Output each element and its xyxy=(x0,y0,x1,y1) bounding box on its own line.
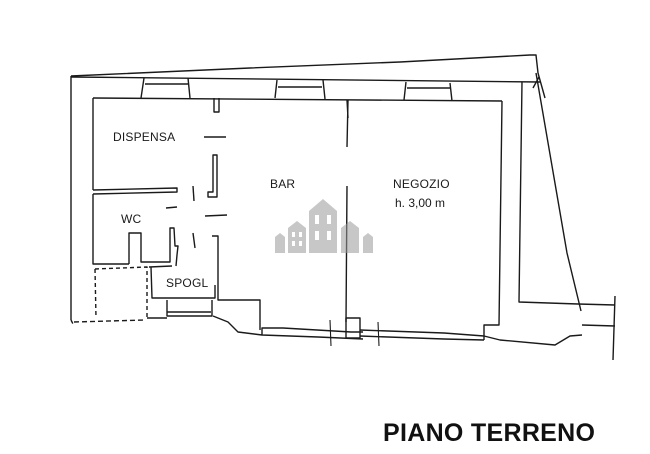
window-3 xyxy=(403,81,453,102)
bar-negozio-divider xyxy=(345,99,349,323)
room-label-wc: WC xyxy=(121,212,142,226)
bottom-wall-right xyxy=(359,329,583,346)
outer-bottom-dashed xyxy=(73,319,146,323)
right-inner-wall xyxy=(518,81,616,306)
spogl-left-wall xyxy=(148,265,173,268)
window-2 xyxy=(274,79,326,100)
spogl-walls xyxy=(150,266,216,299)
spogl-right xyxy=(212,235,261,330)
slanted-wall xyxy=(535,72,582,312)
room-label-spogl: SPOGL xyxy=(166,276,209,290)
room-top-wall xyxy=(92,97,503,102)
storage-box xyxy=(94,266,148,319)
threshold xyxy=(345,317,361,339)
bar-right-nub xyxy=(346,99,349,119)
window-1 xyxy=(140,77,191,99)
room-label-negozio: NEGOZIO xyxy=(393,177,450,191)
negozio-right-wall xyxy=(483,100,503,340)
wc-niche xyxy=(128,227,179,267)
right-strip xyxy=(581,295,616,361)
buildings-icon xyxy=(275,199,373,253)
bottom-wall xyxy=(212,315,364,340)
bottom-openings xyxy=(147,300,213,319)
floor-title: PIANO TERRENO xyxy=(383,419,596,447)
wc-left-wall xyxy=(92,194,129,265)
dispensa-bottom-wall xyxy=(92,187,178,195)
room-label-bar: BAR xyxy=(270,177,296,191)
room-label-dispensa: DISPENSA xyxy=(113,130,176,144)
outer-wall-left-dashed xyxy=(70,319,74,325)
bar-partition xyxy=(207,154,218,198)
outer-wall xyxy=(70,54,546,99)
room-height-negozio: h. 3,00 m xyxy=(395,196,446,210)
partition-top xyxy=(213,98,220,113)
inner-top-line xyxy=(70,76,541,83)
